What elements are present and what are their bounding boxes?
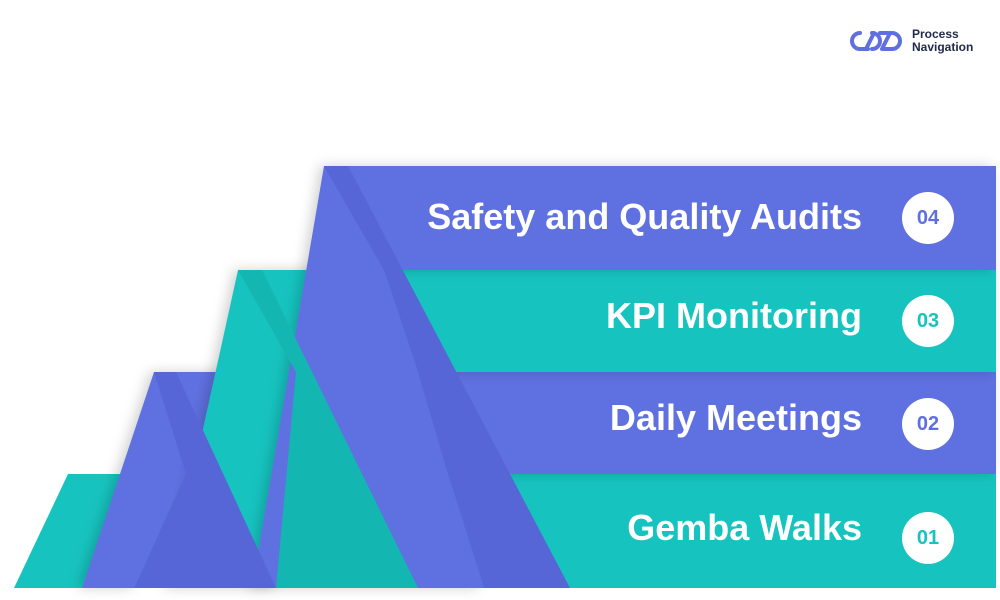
step-label-01: Gemba Walks bbox=[627, 507, 862, 548]
infinity-chain-icon bbox=[850, 31, 902, 51]
step-number-badge-04: 04 bbox=[902, 192, 954, 244]
step-number-badge-02: 02 bbox=[902, 398, 954, 450]
step-label-03: KPI Monitoring bbox=[606, 295, 862, 336]
fold-shade-03 bbox=[238, 270, 418, 588]
brand-name: Process Navigation bbox=[912, 28, 973, 54]
step-band-04 bbox=[252, 166, 996, 588]
step-number-badge-03: 03 bbox=[902, 295, 954, 347]
fold-shade-02 bbox=[134, 372, 276, 588]
fold-shade-04 bbox=[324, 166, 570, 588]
step-label-04: Safety and Quality Audits bbox=[427, 196, 862, 237]
step-label-02: Daily Meetings bbox=[609, 397, 862, 438]
brand-line-2: Navigation bbox=[912, 40, 974, 54]
brand-logo: Process Navigation bbox=[846, 28, 973, 54]
step-number-badge-01: 01 bbox=[902, 512, 954, 564]
brand-line-1: Process bbox=[912, 27, 959, 41]
